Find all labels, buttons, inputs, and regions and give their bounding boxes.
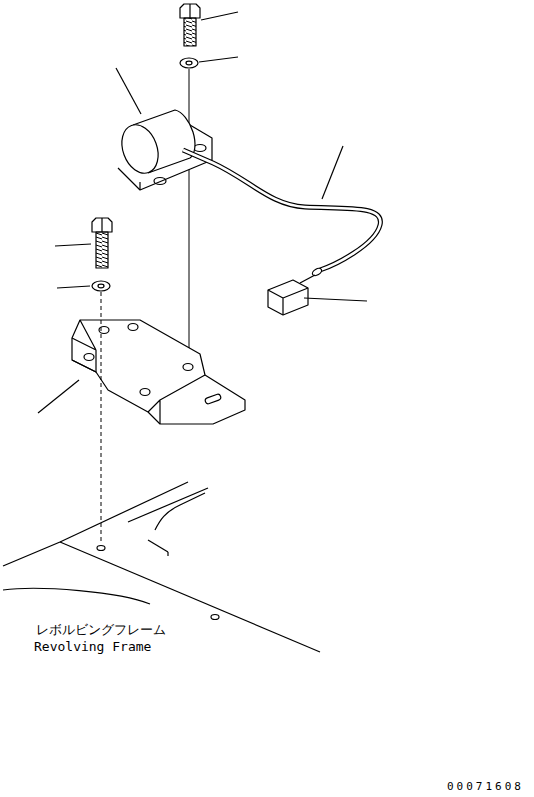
bolt xyxy=(180,4,200,46)
frame-label-english: Revolving Frame xyxy=(34,639,151,654)
drawing-number: 00071608 xyxy=(447,780,524,793)
connector xyxy=(268,275,315,315)
assembly-line xyxy=(189,69,190,368)
leader-line xyxy=(57,286,90,288)
washer xyxy=(180,58,198,68)
cable xyxy=(183,150,380,270)
washer xyxy=(92,281,110,291)
leader-line xyxy=(322,146,343,199)
leader-line xyxy=(304,298,367,301)
revolving-frame xyxy=(3,482,320,652)
leader-line xyxy=(201,12,238,20)
leader-line xyxy=(38,380,79,413)
bolt xyxy=(92,218,112,268)
leader-line xyxy=(116,68,141,114)
frame-label-japanese: レボルビングフレーム xyxy=(36,621,166,639)
assembly-line xyxy=(101,292,102,544)
horn xyxy=(115,110,195,178)
leader-line xyxy=(199,57,238,62)
leader-line xyxy=(55,244,91,246)
mounting-bracket xyxy=(72,320,245,424)
